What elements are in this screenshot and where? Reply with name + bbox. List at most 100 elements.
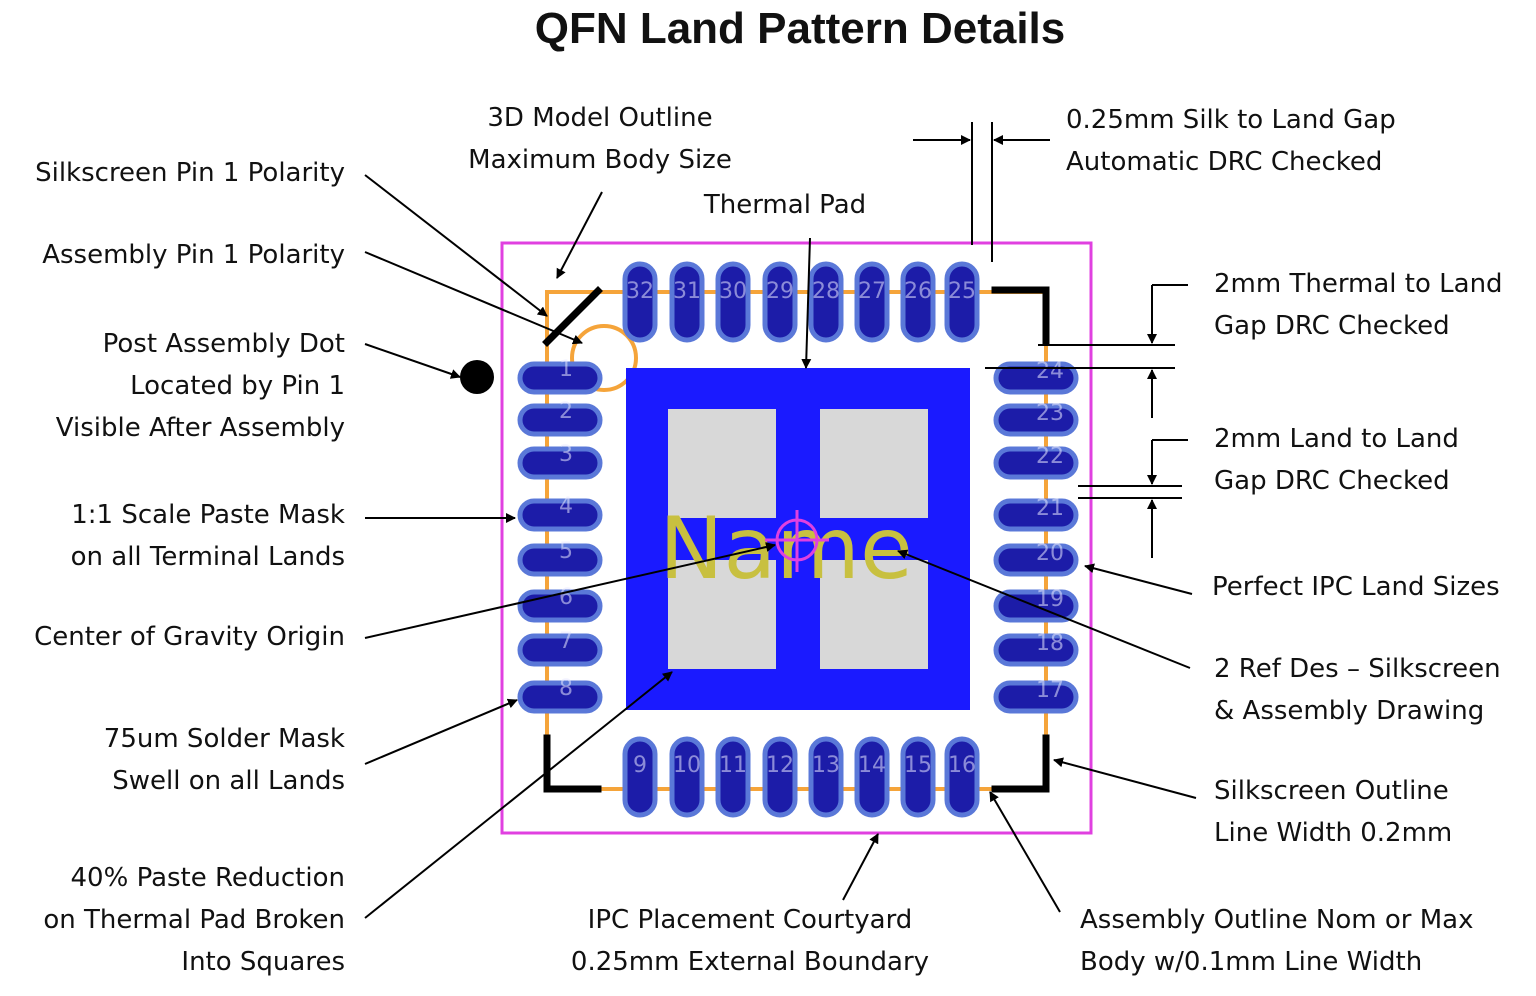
label-paste-mask: 1:1 Scale Paste Mask on all Terminal Lan… [70,500,345,572]
label-ref-des: 2 Ref Des – Silkscreen & Assembly Drawin… [1214,654,1501,726]
land-bottom [622,736,658,818]
leader-ipc-land-sizes [1084,563,1193,595]
land-pad [993,446,1079,480]
silkscreen-pin1-chamfer [542,286,603,347]
land-pad [944,736,980,818]
pin-number: 12 [766,753,794,778]
land-right [993,680,1079,714]
paste-square [668,560,776,669]
land-top [854,261,890,343]
land-left [517,633,603,667]
pin-number: 27 [858,279,886,304]
land-pad [517,361,603,395]
land-left [517,543,603,577]
pin-number: 2 [559,399,573,424]
label-assembly-outline: Assembly Outline Nom or Max Body w/0.1mm… [1080,905,1474,977]
leader-center-of-gravity [364,542,776,639]
post-assembly-dot [460,360,494,394]
land-bottom [854,736,890,818]
leader-thermal-pad [801,237,812,369]
leader-paste-reduction [364,671,673,919]
land-left [517,361,603,395]
land-top [944,261,980,343]
leader-post-assembly-dot [364,343,461,379]
pin-number: 11 [719,753,747,778]
paste-square [668,409,776,518]
pin-number: 14 [858,753,886,778]
pin-number: 13 [812,753,840,778]
pin-number: 9 [633,753,647,778]
pin-number: 31 [673,279,701,304]
leader-3d-model [556,191,603,279]
label-silkscreen-outline: Silkscreen Outline Line Width 0.2mm [1214,776,1453,848]
label-thermal-pad: Thermal Pad [703,190,867,220]
leader-lines [364,122,1197,919]
land-pad [944,261,980,343]
land-left [517,403,603,437]
land-pad [715,261,751,343]
land-right [993,543,1079,577]
pin-number: 28 [812,279,840,304]
pin-number: 10 [673,753,701,778]
land-pad [517,498,603,532]
pin-number: 25 [948,279,976,304]
pin-number: 26 [904,279,932,304]
land-bottom [944,736,980,818]
land-right [993,403,1079,437]
leader-ref-des [897,549,1191,669]
label-silk-to-land-gap: 0.25mm Silk to Land Gap Automatic DRC Ch… [1066,105,1396,177]
land-pad [900,261,936,343]
land-top [715,261,751,343]
label-placement-courtyard: IPC Placement Courtyard 0.25mm External … [570,905,930,977]
land-top [900,261,936,343]
pin-number: 17 [1036,678,1064,703]
silkscreen-corner [543,734,602,793]
pin-number: 7 [559,629,573,654]
pin-number: 3 [559,442,573,467]
land-pad [622,736,658,818]
pin-number: 22 [1036,444,1064,469]
land-left [517,680,603,714]
land-right [993,633,1079,667]
land-pad [517,543,603,577]
pin-number: 21 [1036,496,1064,521]
leader-silkscreen-pin1 [364,174,548,317]
pin-number: 18 [1036,631,1064,656]
label-post-assembly-dot: Post Assembly Dot Located by Pin 1 Visib… [55,329,345,443]
land-top [808,261,844,343]
land-pad [993,543,1079,577]
label-assembly-pin1-polarity: Assembly Pin 1 Polarity [42,240,345,270]
pin-number: 23 [1036,401,1064,426]
land-pad [808,736,844,818]
land-left [517,446,603,480]
diagram-title: QFN Land Pattern Details [534,4,1066,53]
land-pad [517,403,603,437]
land-pad [517,633,603,667]
land-bottom [669,736,705,818]
label-paste-reduction: 40% Paste Reduction on Thermal Pad Broke… [43,863,345,977]
land-pad [669,736,705,818]
land-right [993,498,1079,532]
land-left [517,498,603,532]
label-ipc-land-sizes: Perfect IPC Land Sizes [1212,572,1500,602]
pin-number: 29 [766,279,794,304]
pin-number: 4 [559,494,573,519]
land-pad [993,680,1079,714]
land-pad [854,261,890,343]
silkscreen-corner [991,286,1050,346]
land-pad [715,736,751,818]
land-pad [762,261,798,343]
pin-number: 24 [1036,359,1064,384]
ref-des-name: Name [659,499,913,599]
placement-courtyard [500,241,1093,835]
pin-number: 6 [559,585,573,610]
land-pad [993,361,1079,395]
land-pad [854,736,890,818]
pin-number: 16 [948,753,976,778]
land-bottom [808,736,844,818]
land-bottom [715,736,751,818]
leader-silkscreen-outline [1053,757,1197,799]
land-pad [762,736,798,818]
